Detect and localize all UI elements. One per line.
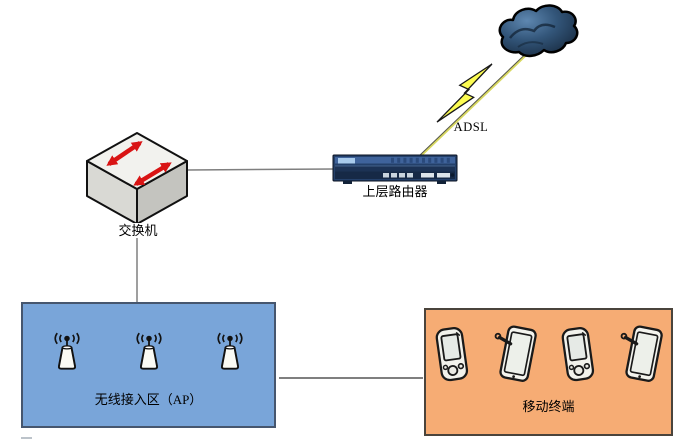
mobile-zone-label: 移动终端: [522, 399, 575, 414]
adsl-label: ADSL: [453, 120, 489, 134]
switch-arrows-icon: [106, 141, 172, 186]
stray-mark: [21, 437, 32, 439]
ap-zone: 无线接入区（AP）: [21, 302, 276, 428]
antenna-icon: [49, 326, 85, 374]
router-label: 上层路由器: [362, 184, 428, 199]
router-icon: [332, 154, 458, 184]
adsl-line: [418, 41, 539, 157]
lightning-bolt-icon: [437, 53, 492, 132]
adsl-line-glow: [419, 41, 540, 158]
tablet-stylus-icon: [617, 324, 665, 386]
tablet-stylus-icon: [491, 324, 539, 386]
ap-antenna-row: [23, 326, 274, 374]
mobile-device-row: [426, 324, 671, 386]
mobile-zone: 移动终端: [424, 308, 673, 436]
ap-zone-label: 无线接入区（AP）: [94, 392, 203, 407]
pda-icon: [558, 324, 598, 386]
antenna-icon: [212, 326, 248, 374]
switch-icon: [86, 132, 188, 225]
switch-label: 交换机: [96, 223, 180, 238]
antenna-icon: [131, 326, 167, 374]
pda-icon: [432, 324, 472, 386]
link-switch-router: [187, 168, 335, 171]
internet-cloud-icon: [498, 4, 579, 58]
